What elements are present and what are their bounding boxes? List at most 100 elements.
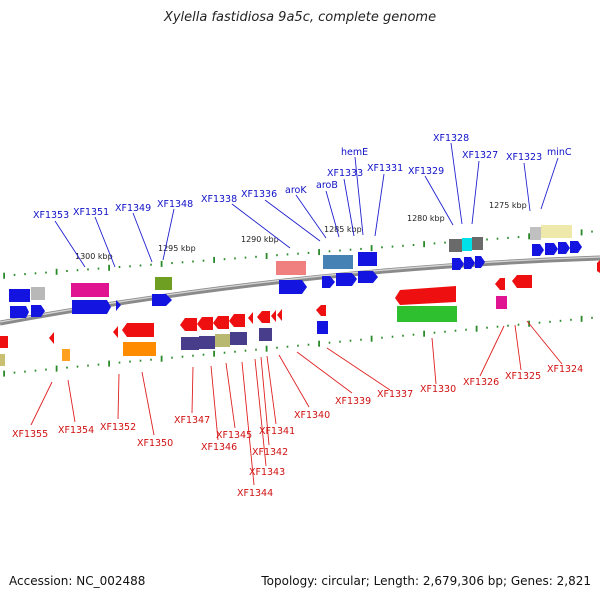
label-XF1352[interactable]: XF1352 <box>100 422 136 433</box>
gene-XF1346[interactable] <box>199 336 215 349</box>
gene-XF1327[interactable] <box>472 237 483 250</box>
label-XF1345[interactable]: XF1345 <box>216 430 252 441</box>
outer-tick <box>381 246 383 249</box>
gene-small-arrow[interactable] <box>116 300 121 311</box>
inner-tick <box>286 345 289 348</box>
label-XF1341[interactable]: XF1341 <box>259 426 295 437</box>
label-XF1344[interactable]: XF1344 <box>237 488 273 499</box>
label-XF1349[interactable]: XF1349 <box>115 203 151 214</box>
gene-XF1325-arrow[interactable] <box>512 275 532 288</box>
label-XF1346[interactable]: XF1346 <box>201 442 237 453</box>
gene-edge-red[interactable] <box>0 336 8 348</box>
gene-XF1347-arrow[interactable] <box>180 318 197 331</box>
label-XF1337[interactable]: XF1337 <box>377 389 413 400</box>
gene-hemE[interactable] <box>358 271 378 283</box>
label-XF1324[interactable]: XF1324 <box>547 364 583 375</box>
gene-aroB[interactable] <box>322 276 335 288</box>
gene-minC-arrow[interactable] <box>545 243 558 255</box>
gene-XF1339-arrow[interactable] <box>316 305 326 316</box>
inner-tick <box>97 363 100 366</box>
label-minC[interactable]: minC <box>547 147 572 158</box>
gene-XF1331[interactable] <box>358 252 377 266</box>
label-XF1354[interactable]: XF1354 <box>58 425 94 436</box>
gene-XF1347[interactable] <box>181 337 199 350</box>
gene-minC[interactable] <box>541 225 572 238</box>
gene-XF1344-arrow[interactable] <box>229 314 245 327</box>
inner-tick <box>349 339 352 342</box>
gene-XF1329[interactable] <box>449 239 462 252</box>
label-XF1330[interactable]: XF1330 <box>420 384 456 395</box>
label-aroK[interactable]: aroK <box>285 185 307 196</box>
gene-XF1349[interactable] <box>152 294 172 306</box>
gene-XF1343-arrow[interactable] <box>248 312 253 324</box>
label-XF1340[interactable]: XF1340 <box>294 410 330 421</box>
gene-minE-arrow[interactable] <box>570 241 582 253</box>
inner-tick <box>223 351 226 354</box>
inner-tick <box>202 353 205 356</box>
label-XF1325[interactable]: XF1325 <box>505 371 541 382</box>
label-XF1333[interactable]: XF1333 <box>327 168 363 179</box>
inner-tick <box>76 365 79 368</box>
gene-XF1341-arrow[interactable] <box>271 310 276 322</box>
gene-XF1328[interactable] <box>462 238 472 251</box>
label-XF1323[interactable]: XF1323 <box>506 152 542 163</box>
gene-XF1345[interactable] <box>215 334 230 347</box>
gene-XF1345-arrow[interactable] <box>213 316 229 329</box>
gene-XF1351-arrow[interactable] <box>72 300 111 314</box>
gene-XF1341b-arrow[interactable] <box>277 309 282 321</box>
gene-aroK[interactable] <box>323 255 353 269</box>
label-XF1347[interactable]: XF1347 <box>174 415 210 426</box>
gene-XF1348[interactable] <box>155 277 172 290</box>
gene-XF1350-arrow[interactable] <box>122 323 154 337</box>
label-XF1328[interactable]: XF1328 <box>433 133 469 144</box>
gene-XF1328-arrow[interactable] <box>464 257 475 269</box>
gene-XF1323-arrow[interactable] <box>532 244 544 256</box>
gene-XF1346-arrow[interactable] <box>197 317 213 330</box>
gene-minD-arrow[interactable] <box>558 242 570 254</box>
label-XF1348[interactable]: XF1348 <box>157 199 193 210</box>
gene-arrow-b[interactable] <box>31 305 45 317</box>
gene-XF1353-grey[interactable] <box>31 287 45 300</box>
label-XF1336[interactable]: XF1336 <box>241 189 277 200</box>
label-XF1353[interactable]: XF1353 <box>33 210 69 221</box>
label-XF1326[interactable]: XF1326 <box>463 377 499 388</box>
gene-XF1350[interactable] <box>123 342 156 356</box>
gene-arrow-a[interactable] <box>10 306 29 318</box>
gene-XF1329-arrow[interactable] <box>452 258 464 270</box>
label-XF1355[interactable]: XF1355 <box>12 429 48 440</box>
label-XF1339[interactable]: XF1339 <box>335 396 371 407</box>
label-XF1351[interactable]: XF1351 <box>73 207 109 218</box>
gene-XF1354-arrow[interactable] <box>49 332 54 344</box>
gene-XF1330[interactable] <box>397 306 457 322</box>
gene-XF1327-arrow[interactable] <box>475 256 485 268</box>
gene-XF1330-arrow[interactable] <box>395 286 456 305</box>
inner-tick <box>496 325 499 328</box>
label-XF1350[interactable]: XF1350 <box>137 438 173 449</box>
gene-XF1351[interactable] <box>71 283 109 297</box>
gene-XF1342-arrow[interactable] <box>257 311 270 323</box>
gene-XF1340[interactable] <box>259 328 272 341</box>
label-XF1331[interactable]: XF1331 <box>367 163 403 174</box>
gene-XF1333[interactable] <box>336 273 357 286</box>
gene-XF1339[interactable] <box>317 321 328 334</box>
outer-tick <box>55 268 58 275</box>
label-XF1329[interactable]: XF1329 <box>408 166 444 177</box>
gene-XF1338-arrow[interactable] <box>279 280 307 294</box>
gene-edge-olive[interactable] <box>0 354 5 366</box>
gene-XF1338[interactable] <box>276 261 306 275</box>
label-hemE[interactable]: hemE <box>341 147 368 158</box>
gene-XF1344[interactable] <box>230 332 247 345</box>
label-XF1327[interactable]: XF1327 <box>462 150 498 161</box>
label-XF1338[interactable]: XF1338 <box>201 194 237 205</box>
gene-XF1354[interactable] <box>62 349 70 361</box>
outer-tick <box>129 265 131 268</box>
gene-XF1326[interactable] <box>496 296 507 309</box>
label-aroB[interactable]: aroB <box>316 180 338 191</box>
gene-edge-right[interactable] <box>597 260 600 273</box>
label-XF1343[interactable]: XF1343 <box>249 467 285 478</box>
gene-XF1323[interactable] <box>530 227 541 240</box>
gene-XF1326-arrow[interactable] <box>495 278 505 290</box>
gene-XF1353[interactable] <box>9 289 30 302</box>
gene-XF1352-arrow[interactable] <box>113 326 118 338</box>
label-XF1342[interactable]: XF1342 <box>252 447 288 458</box>
